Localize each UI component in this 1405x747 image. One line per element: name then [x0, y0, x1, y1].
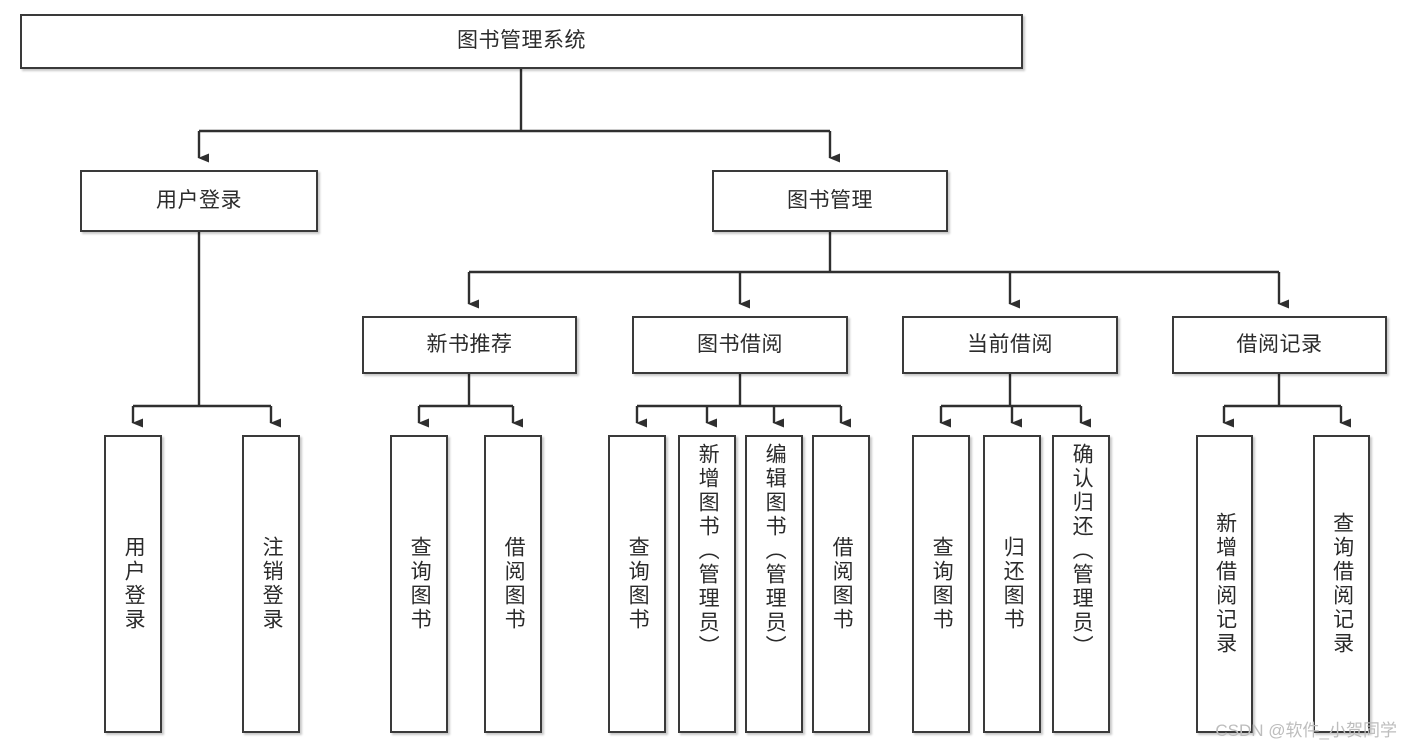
node-borrow-record[interactable]: 借阅记录 — [1172, 316, 1387, 374]
node-leaf-user-logout-label: 注销登录 — [260, 536, 284, 632]
node-leaf-borrow-book-2-label: 借阅图书 — [830, 536, 854, 632]
node-leaf-edit-book[interactable]: 编辑图书（管理员） — [745, 435, 803, 733]
node-user-login-label: 用户登录 — [156, 188, 242, 212]
node-user-login[interactable]: 用户登录 — [80, 170, 318, 232]
node-leaf-query-book-2-label: 查询图书 — [626, 536, 650, 632]
node-leaf-add-book-label: 新增图书（管理员） — [696, 443, 720, 659]
node-book-borrow[interactable]: 图书借阅 — [632, 316, 848, 374]
node-book-manage-label: 图书管理 — [787, 188, 873, 212]
node-leaf-query-record-label: 查询借阅记录 — [1330, 512, 1354, 656]
node-leaf-confirm-return-label: 确认归还（管理员） — [1070, 443, 1094, 659]
node-new-book-recommend-label: 新书推荐 — [426, 332, 513, 356]
node-root[interactable]: 图书管理系统 — [20, 14, 1023, 69]
node-current-borrow[interactable]: 当前借阅 — [902, 316, 1118, 374]
node-new-book-recommend[interactable]: 新书推荐 — [362, 316, 577, 374]
node-leaf-user-login[interactable]: 用户登录 — [104, 435, 162, 733]
node-leaf-query-book-2[interactable]: 查询图书 — [608, 435, 666, 733]
node-borrow-record-label: 借阅记录 — [1236, 332, 1323, 356]
node-leaf-add-record-label: 新增借阅记录 — [1213, 512, 1237, 656]
node-leaf-confirm-return[interactable]: 确认归还（管理员） — [1052, 435, 1110, 733]
node-leaf-user-login-label: 用户登录 — [122, 536, 146, 632]
node-leaf-borrow-book-1[interactable]: 借阅图书 — [484, 435, 542, 733]
node-leaf-query-book-1[interactable]: 查询图书 — [390, 435, 448, 733]
watermark-text: CSDN @软件_小贺同学 — [1215, 721, 1397, 740]
node-leaf-return-book-label: 归还图书 — [1001, 536, 1025, 632]
node-leaf-borrow-book-2[interactable]: 借阅图书 — [812, 435, 870, 733]
node-leaf-user-logout[interactable]: 注销登录 — [242, 435, 300, 733]
node-root-label: 图书管理系统 — [457, 29, 586, 53]
node-leaf-query-book-3[interactable]: 查询图书 — [912, 435, 970, 733]
node-leaf-add-book[interactable]: 新增图书（管理员） — [678, 435, 736, 733]
node-leaf-query-book-3-label: 查询图书 — [930, 536, 954, 632]
node-leaf-query-book-1-label: 查询图书 — [408, 536, 432, 632]
node-leaf-return-book[interactable]: 归还图书 — [983, 435, 1041, 733]
node-book-borrow-label: 图书借阅 — [697, 332, 783, 356]
node-leaf-query-record[interactable]: 查询借阅记录 — [1313, 435, 1370, 733]
node-current-borrow-label: 当前借阅 — [967, 332, 1053, 356]
node-leaf-borrow-book-1-label: 借阅图书 — [502, 536, 526, 632]
node-leaf-add-record[interactable]: 新增借阅记录 — [1196, 435, 1253, 733]
node-book-manage[interactable]: 图书管理 — [712, 170, 948, 232]
node-leaf-edit-book-label: 编辑图书（管理员） — [763, 443, 787, 659]
